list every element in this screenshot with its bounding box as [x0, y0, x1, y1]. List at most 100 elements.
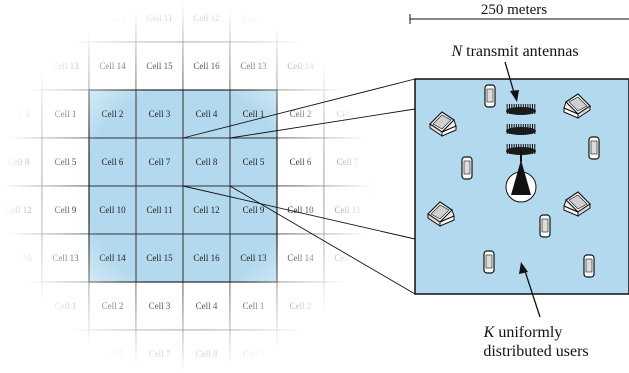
cell-label: Cell 16: [193, 61, 220, 71]
cell-label: Cell 6: [102, 157, 124, 167]
cell-label: Cell 13: [52, 61, 79, 71]
cell-label: Cell 14: [287, 253, 314, 263]
cell-label: Cell 7: [149, 157, 171, 167]
grid-cell: [135, 329, 184, 373]
cell-label: Cell 2: [290, 301, 312, 311]
cell-label: Cell 8: [8, 157, 30, 167]
grid-cell: [229, 185, 278, 235]
grid-cell: [323, 41, 372, 91]
scale-bar: 250 meters: [409, 2, 629, 24]
cell-label: Cell 4: [8, 301, 30, 311]
cell-label: Cell 2: [290, 109, 312, 119]
cell-label: Cell 12: [5, 205, 31, 215]
grid-cell: [323, 0, 372, 43]
cell-label: Cell 1: [243, 301, 265, 311]
grid-cell: [135, 41, 184, 91]
zoom-line: [182, 185, 416, 240]
cell-label: Cell 15: [334, 253, 361, 263]
cell-label: Cell 5: [243, 349, 265, 359]
cell-label: Cell 6: [102, 349, 124, 359]
grid-cell: [229, 233, 278, 283]
grid-cell: [41, 185, 90, 235]
cell-label: Cell 12: [5, 13, 31, 23]
grid-cell: [229, 329, 278, 373]
cell-label: Cell 5: [243, 157, 265, 167]
cell-label: Cell 5: [55, 157, 77, 167]
cell-label: Cell 11: [335, 205, 361, 215]
highlighted-cluster-outline: [88, 89, 278, 283]
base-station-icon: [505, 104, 537, 203]
laptop-icon: [563, 191, 591, 217]
users-arrowhead: [519, 262, 528, 274]
cell-label: Cell 6: [290, 157, 312, 167]
grid-cell: [88, 329, 137, 373]
grid-cell: [41, 329, 90, 373]
users-count-symbol: K: [483, 324, 496, 341]
cell-label: Cell 1: [55, 301, 77, 311]
cell-grid: Cell 8 Cell 5 Cell 6 Cell 7 Cell 8 Cell 5 Cell…: [0, 0, 372, 373]
grid-cell: [276, 137, 325, 187]
grid-cell: [0, 41, 43, 91]
cell-label: Cell 11: [335, 13, 361, 23]
cell-label: Cell 13: [240, 61, 267, 71]
cell-label: Cell 9: [243, 13, 265, 23]
grid-cell: [41, 89, 90, 139]
users-label-text: uniformly: [494, 324, 562, 341]
cell-label: Cell 16: [193, 253, 220, 263]
cell-label: Cell 9: [243, 205, 265, 215]
zoom-line: [229, 185, 416, 295]
users-label-line2: distributed users: [483, 343, 588, 360]
phone-icon: [461, 156, 473, 180]
cell-label: Cell 1: [243, 109, 265, 119]
cell-label: Cell 2: [102, 301, 124, 311]
cell-label: Cell 14: [99, 253, 126, 263]
grid-cell: [323, 185, 372, 235]
grid-cell: [323, 329, 372, 373]
grid-cell: [323, 281, 372, 331]
grid-cell: [0, 329, 43, 373]
cell-label: Cell 9: [55, 205, 77, 215]
cell-label: Cell 1: [55, 109, 77, 119]
cell-label: Cell 11: [147, 205, 173, 215]
cell-label: Cell 15: [334, 61, 361, 71]
antennas-label: N transmit antennas: [450, 43, 578, 60]
antennas-arrow: [504, 61, 516, 97]
cell-label: Cell 3: [337, 301, 359, 311]
cell-label: Cell 11: [147, 13, 173, 23]
grid-cell: [88, 137, 137, 187]
grid-cell: [135, 281, 184, 331]
cell-label: Cell 15: [146, 61, 173, 71]
grid-cell: [135, 137, 184, 187]
scale-bar-label: 250 meters: [481, 2, 547, 18]
cell-label: Cell 10: [99, 13, 126, 23]
grid-cell: [229, 41, 278, 91]
phone-icon: [588, 136, 600, 160]
antennas-arrowhead: [510, 90, 519, 102]
phone-icon: [583, 254, 595, 278]
phone-icon: [484, 84, 496, 108]
grid-cell: [41, 0, 90, 43]
cell-label: Cell 10: [99, 205, 126, 215]
cell-label: Cell 4: [8, 109, 30, 119]
cell-label: Cell 10: [287, 205, 314, 215]
grid-cell: [229, 137, 278, 187]
grid-cell: [0, 137, 43, 187]
grid-cell: [41, 41, 90, 91]
zoom-line: [182, 78, 416, 139]
cell-label: Cell 5: [55, 349, 77, 359]
grid-cell: [276, 185, 325, 235]
cell-label: Cell 16: [5, 61, 32, 71]
cell-label: Cell 15: [146, 253, 173, 263]
grid-cell: [41, 137, 90, 187]
grid-cell: [88, 0, 137, 43]
grid-cell: [323, 89, 372, 139]
cell-label: Cell 3: [149, 301, 171, 311]
phone-icon: [483, 250, 495, 274]
grid-cell: [182, 185, 231, 235]
cell-label: Cell 7: [337, 157, 359, 167]
cell-label: Cell 6: [290, 349, 312, 359]
cell-label: Cell 12: [193, 205, 219, 215]
cell-label: Cell 4: [196, 301, 218, 311]
cell-label: Cell 8: [8, 349, 30, 359]
